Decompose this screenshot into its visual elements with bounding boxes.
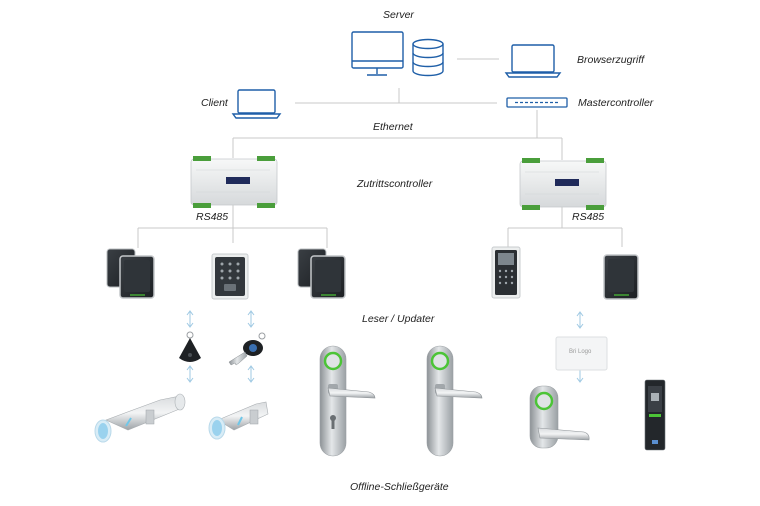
reader-pair-center <box>297 248 346 299</box>
server-monitor-icon <box>351 31 404 76</box>
access-controller-left <box>190 156 278 208</box>
connection-lines <box>137 58 623 248</box>
master-controller-label: Mastercontroller <box>578 97 654 109</box>
smart-handle <box>529 385 590 449</box>
access-controller-label: Zutrittscontroller <box>357 178 433 190</box>
card-logo-text: Bri Logo <box>569 349 592 355</box>
server-label: Server <box>383 9 414 21</box>
display-keypad-reader <box>491 246 521 299</box>
reader-updater-label: Leser / Updater <box>362 313 435 325</box>
half-cylinder-right <box>208 401 269 440</box>
reader-pair-left <box>106 248 155 299</box>
rs485-right-label: RS485 <box>572 211 605 223</box>
client-label: Client <box>201 97 228 109</box>
electronic-key-icon <box>228 332 266 366</box>
reader-right <box>603 254 639 300</box>
wall-reader <box>644 379 666 451</box>
ethernet-label: Ethernet <box>373 121 413 133</box>
browser-laptop-icon <box>504 44 562 78</box>
access-card-icon <box>555 336 608 371</box>
door-fitting-left <box>319 345 376 457</box>
master-controller-icon <box>506 97 568 108</box>
database-icon <box>412 38 444 77</box>
double-cylinder-left <box>94 393 186 443</box>
door-fitting-right <box>426 345 483 457</box>
keypad-reader <box>211 253 249 300</box>
rs485-left-label: RS485 <box>196 211 229 223</box>
key-fob-icon <box>179 331 201 362</box>
client-laptop-icon <box>231 89 282 119</box>
access-controller-right <box>519 158 607 210</box>
offline-locks-label: Offline-Schließgeräte <box>350 481 449 493</box>
browser-access-label: Browserzugriff <box>577 54 645 66</box>
